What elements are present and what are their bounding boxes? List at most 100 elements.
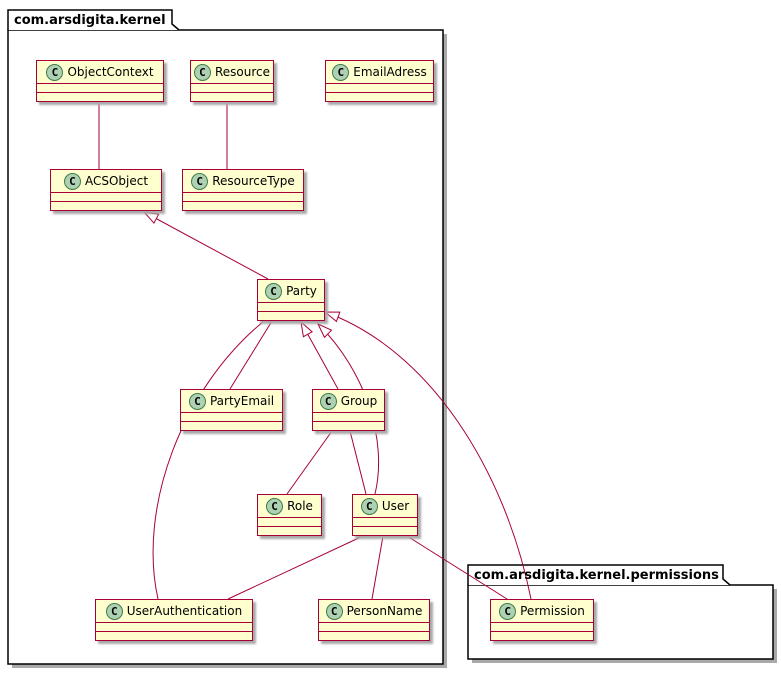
class-icon-letter: C: [194, 394, 201, 408]
class-icon: C: [105, 602, 123, 620]
edge-permission-party-generalization: [323, 311, 532, 600]
methods-compartment: [313, 421, 384, 430]
class-title: C ObjectContext: [37, 61, 163, 83]
methods-compartment: [258, 526, 321, 535]
fields-compartment: [491, 622, 593, 631]
fields-compartment: [37, 83, 163, 92]
class-icon-letter: C: [330, 604, 338, 618]
class-title: C ResourceType: [183, 170, 303, 192]
class-box-role: C Role: [257, 494, 322, 536]
class-icon-letter: C: [271, 499, 278, 513]
class-name: User: [381, 499, 410, 513]
class-icon: C: [63, 172, 81, 190]
class-icon-letter: C: [337, 65, 345, 79]
class-name: Role: [287, 499, 313, 513]
class-icon-letter: C: [199, 65, 206, 79]
methods-compartment: [191, 92, 273, 101]
class-icon: C: [319, 392, 337, 410]
fields-compartment: [258, 517, 321, 526]
methods-compartment: [491, 631, 593, 640]
class-icon: C: [188, 392, 206, 410]
edge-party-acsobject-generalization: [142, 211, 269, 280]
fields-compartment: [326, 83, 433, 92]
class-icon-letter: C: [324, 394, 332, 408]
fields-compartment: [96, 622, 252, 631]
methods-compartment: [326, 92, 433, 101]
class-name: PartyEmail: [209, 394, 275, 408]
fields-compartment: [191, 83, 273, 92]
class-icon: C: [46, 63, 64, 81]
class-icon: C: [193, 63, 211, 81]
class-box-permission: C Permission: [490, 599, 594, 641]
class-title: C ACSObject: [51, 170, 161, 192]
class-title: C User: [353, 495, 417, 517]
class-title: C PartyEmail: [181, 390, 282, 412]
package-tab-permissions: [467, 564, 731, 586]
class-name: ACSObject: [84, 174, 149, 188]
fields-compartment: [353, 517, 417, 526]
edge-permission-user: [406, 535, 508, 600]
class-box-user: C User: [352, 494, 418, 536]
class-title: C PersonName: [319, 600, 429, 622]
class-icon-letter: C: [504, 604, 511, 618]
methods-compartment: [319, 631, 429, 640]
class-icon: C: [499, 602, 517, 620]
class-icon-letter: C: [366, 499, 373, 513]
class-name: ResourceType: [212, 174, 295, 188]
class-box-emailadress: C EmailAdress: [325, 60, 434, 102]
class-box-partyemail: C PartyEmail: [180, 389, 283, 431]
edge-partyemail-party: [229, 320, 273, 390]
class-icon-letter: C: [196, 174, 204, 188]
class-icon-letter: C: [110, 604, 118, 618]
class-title: C Role: [258, 495, 321, 517]
edge-personname-user: [371, 535, 384, 600]
class-box-party: C Party: [257, 279, 325, 321]
class-title: C EmailAdress: [326, 61, 433, 83]
methods-compartment: [37, 92, 163, 101]
class-name: Permission: [520, 604, 585, 618]
class-name: PersonName: [346, 604, 423, 618]
class-icon-letter: C: [51, 65, 59, 79]
methods-compartment: [258, 311, 324, 320]
edge-user-group: [349, 430, 367, 495]
class-box-personname: C PersonName: [318, 599, 430, 641]
class-icon-letter: C: [270, 284, 277, 298]
package-title-kernel: com.arsdigita.kernel: [14, 13, 166, 28]
fields-compartment: [51, 192, 161, 201]
methods-compartment: [51, 201, 161, 210]
class-title: C UserAuthentication: [96, 600, 252, 622]
class-icon: C: [360, 497, 378, 515]
class-name: Resource: [214, 65, 271, 79]
class-name: EmailAdress: [353, 65, 427, 79]
edge-userauthentication-party: [152, 320, 265, 600]
methods-compartment: [96, 631, 252, 640]
fields-compartment: [258, 302, 324, 311]
methods-compartment: [183, 201, 303, 210]
class-title: C Permission: [491, 600, 593, 622]
fields-compartment: [319, 622, 429, 631]
fields-compartment: [183, 192, 303, 201]
class-icon: C: [266, 497, 284, 515]
class-box-group: C Group: [312, 389, 385, 431]
class-box-userauthentication: C UserAuthentication: [95, 599, 253, 641]
package-title-permissions: com.arsdigita.kernel.permissions: [474, 568, 719, 583]
fields-compartment: [313, 412, 384, 421]
class-icon-letter: C: [69, 174, 76, 188]
class-name: UserAuthentication: [126, 604, 243, 618]
class-icon: C: [325, 602, 343, 620]
edge-role-group: [286, 430, 333, 495]
class-title: C Resource: [191, 61, 273, 83]
class-name: Group: [340, 394, 378, 408]
edge-group-party-generalization: [300, 320, 339, 390]
class-box-resource: C Resource: [190, 60, 274, 102]
class-box-acsobject: C ACSObject: [50, 169, 162, 211]
class-box-resourcetype: C ResourceType: [182, 169, 304, 211]
class-title: C Party: [258, 280, 324, 302]
methods-compartment: [353, 526, 417, 535]
methods-compartment: [181, 421, 282, 430]
package-tab-kernel: [7, 9, 180, 31]
fields-compartment: [181, 412, 282, 421]
class-icon: C: [191, 172, 209, 190]
class-icon: C: [332, 63, 350, 81]
